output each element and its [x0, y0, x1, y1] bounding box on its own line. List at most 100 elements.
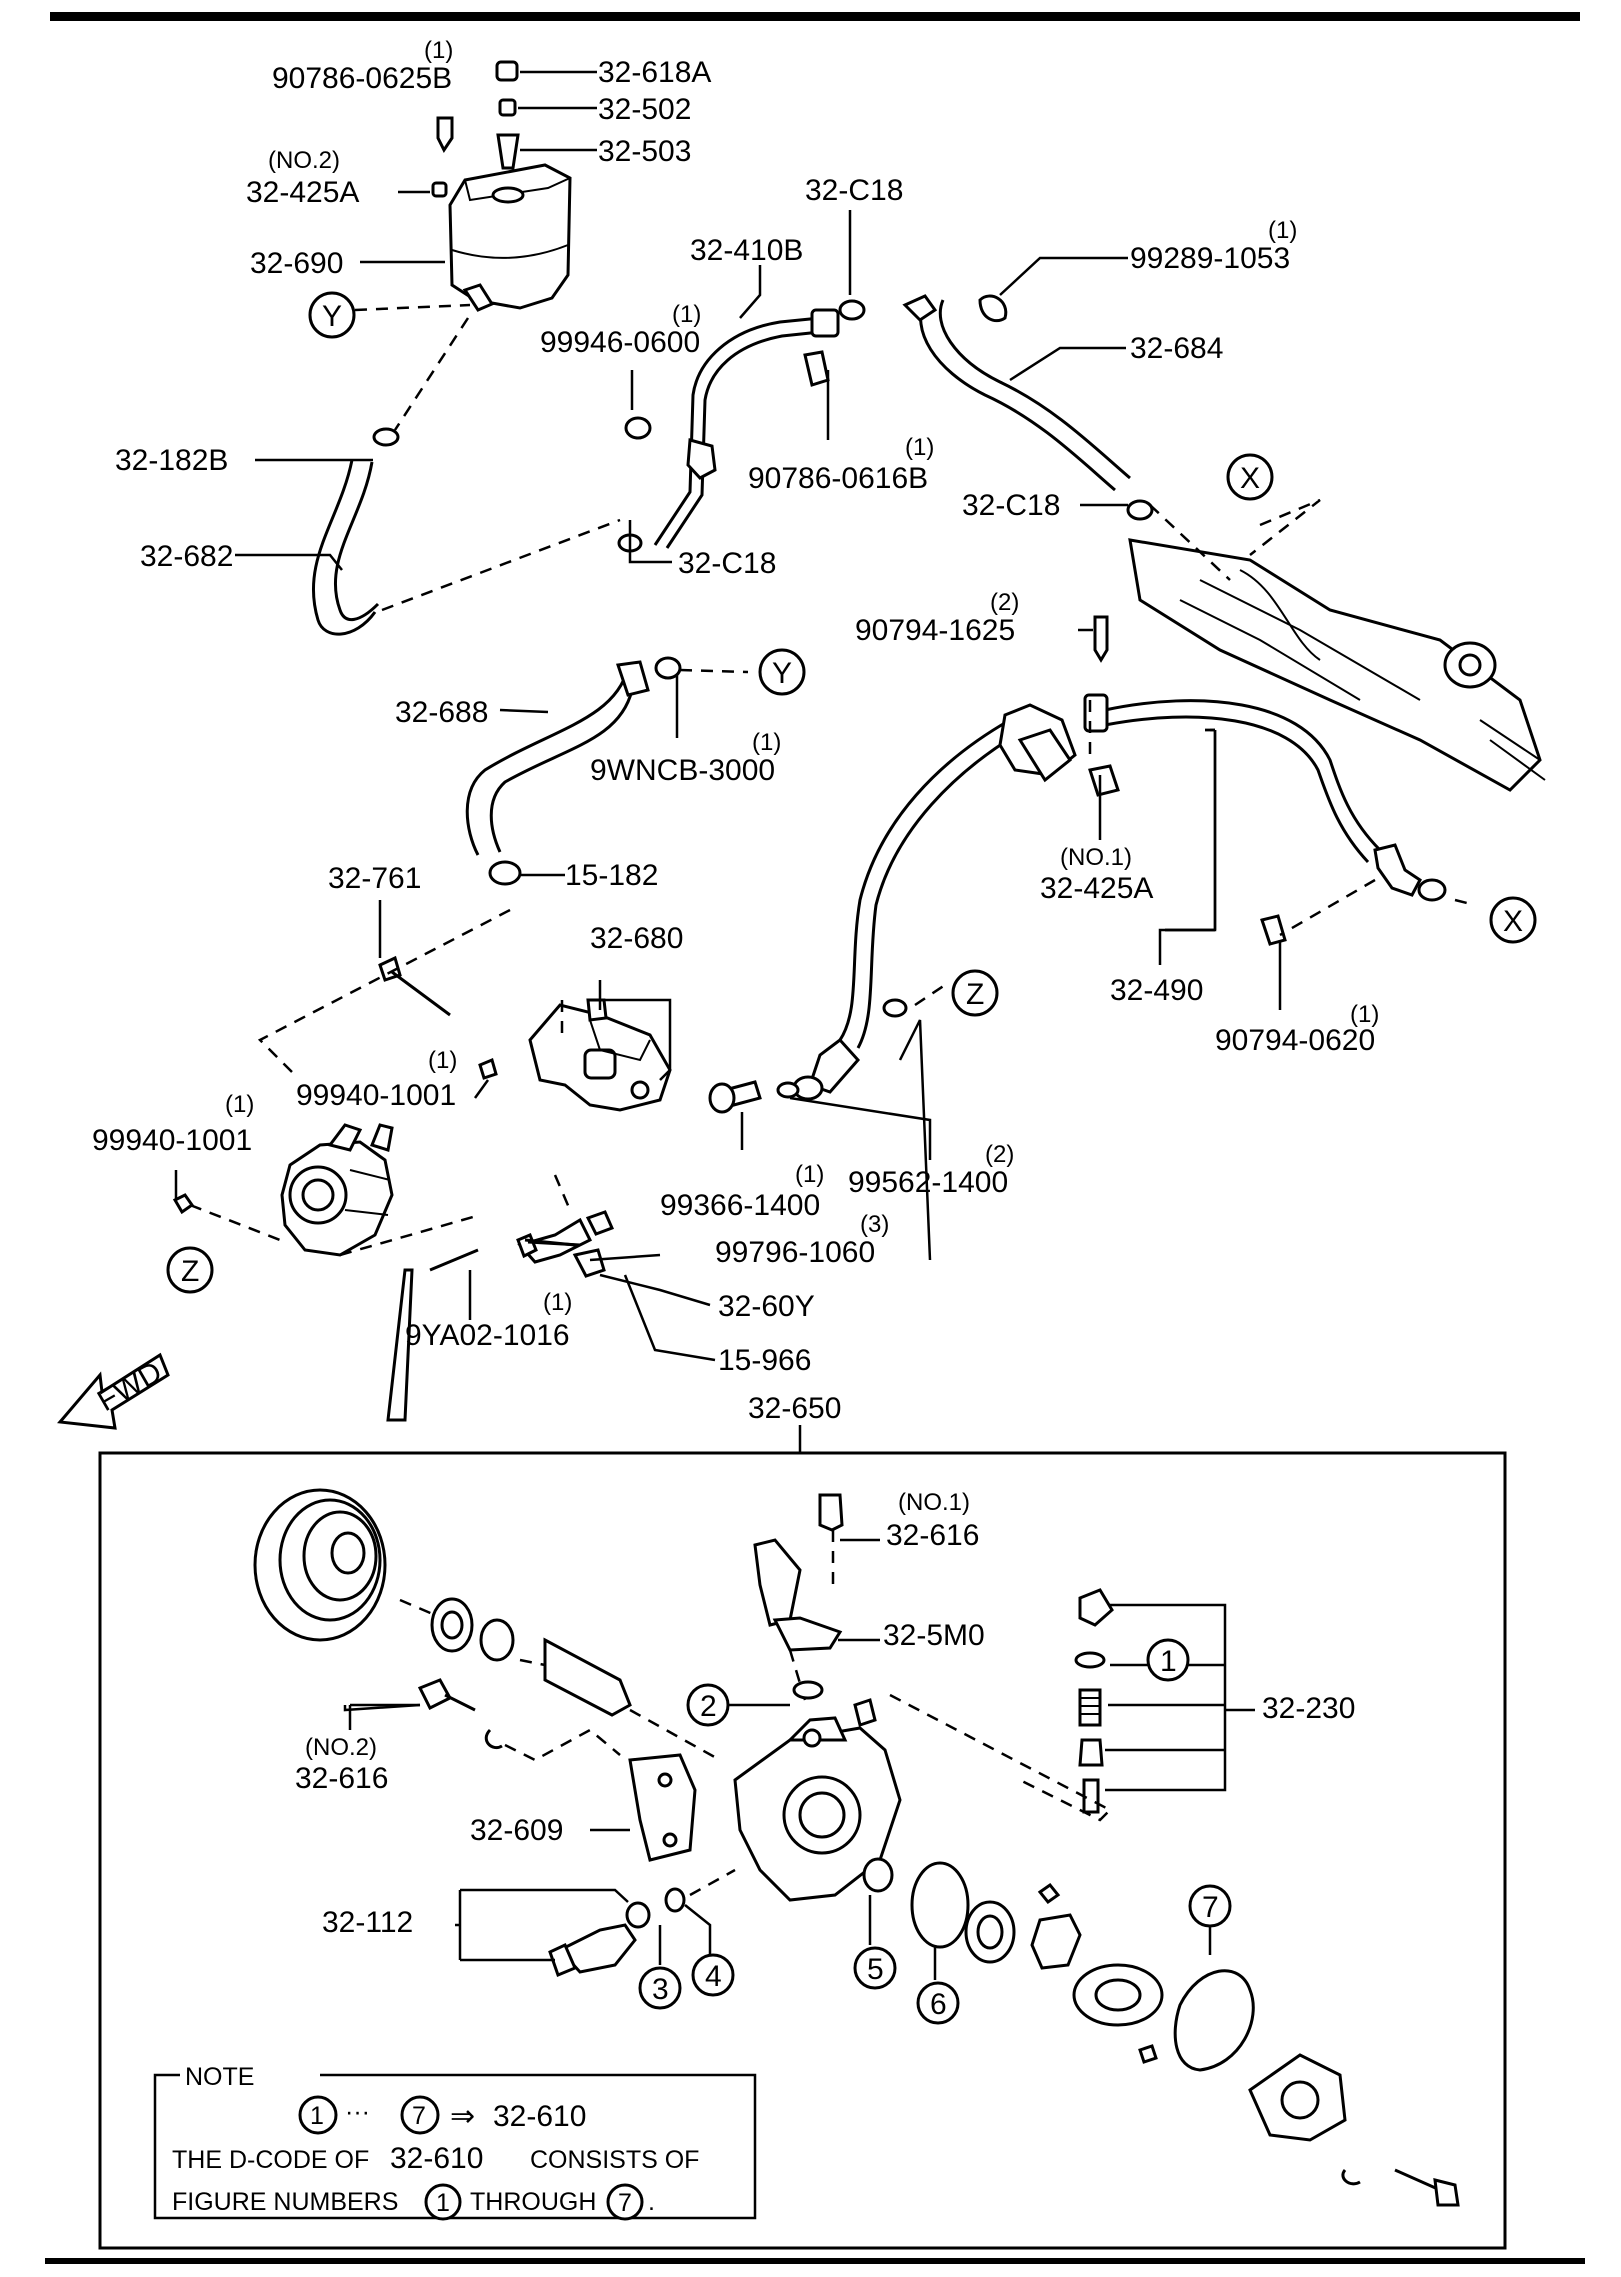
note-from-number: 1 [310, 2102, 324, 2130]
leader-lines [174, 70, 1282, 1980]
note-arrow: ⇒ [450, 2100, 475, 2133]
label-32-230: 32-230 [1262, 1692, 1355, 1725]
callout-circles: Y X Y X Z Z 1 2 3 4 5 6 7 [166, 291, 1537, 2025]
bottom-border-bar [45, 2258, 1585, 2264]
figure-number-3: 3 [652, 1973, 669, 2006]
callout-x-top: X [1240, 462, 1260, 495]
label-32-650: 32-650 [748, 1392, 841, 1425]
label-32-609: 32-609 [470, 1814, 563, 1847]
label-99796-1060: 99796-1060 [715, 1236, 875, 1269]
label-32-60y: 32-60Y [718, 1290, 815, 1323]
note-title: NOTE [185, 2063, 254, 2091]
label-32-680: 32-680 [590, 922, 683, 955]
label-32-112: 32-112 [322, 1906, 413, 1939]
hose-32-682 [312, 459, 377, 636]
label-32-490: 32-490 [1110, 974, 1203, 1007]
label-32-616-b: 32-616 [295, 1762, 388, 1795]
fwd-arrow: FWD [57, 1352, 170, 1430]
note-32-616-b: (NO.2) [305, 1734, 377, 1761]
part-labels: (1) 90786-0625B 32-618A 32-502 32-503 (N… [92, 37, 1379, 1939]
label-32-c18-a: 32-C18 [805, 174, 903, 207]
qty-99796-1060: (3) [860, 1211, 889, 1238]
label-9wncb-3000: 9WNCB-3000 [590, 754, 775, 787]
note-32-425a-top: (NO.2) [268, 147, 340, 174]
callout-z-left: Z [181, 1255, 199, 1288]
figure-number-2: 2 [700, 1690, 717, 1723]
callout-z-mid: Z [966, 978, 984, 1011]
note-32-425a-mid: (NO.1) [1060, 844, 1132, 871]
hose-32-490 [708, 615, 1476, 1114]
label-32-616-a: 32-616 [886, 1519, 979, 1552]
qty-99366-1400: (1) [795, 1161, 824, 1188]
fwd-label: FWD [92, 1355, 168, 1418]
label-99366-1400: 99366-1400 [660, 1189, 820, 1222]
note-32-616-a: (NO.1) [898, 1489, 970, 1516]
label-32-690: 32-690 [250, 247, 343, 280]
qty-90794-0620: (1) [1350, 1001, 1379, 1028]
detail-box-32-650 [98, 1451, 1507, 2250]
label-15-966: 15-966 [718, 1344, 811, 1377]
hose-32-688 [465, 656, 749, 886]
note-line3-a: FIGURE NUMBERS [172, 2188, 398, 2216]
label-32-5m0: 32-5M0 [883, 1619, 985, 1652]
callout-x-mid: X [1503, 905, 1523, 938]
label-32-618a: 32-618A [598, 56, 711, 89]
label-32-c18-b: 32-C18 [962, 489, 1060, 522]
hose-32-684 [902, 294, 1154, 521]
note-line2-b: 32-610 [390, 2142, 483, 2175]
label-90786-0616b: 90786-0616B [748, 462, 928, 495]
top-border-bar [50, 12, 1580, 21]
note-line3-b: 1 [436, 2189, 450, 2217]
figure-number-1: 1 [1160, 1645, 1177, 1678]
label-9ya02-1016: 9YA02-1016 [405, 1319, 570, 1352]
figure-number-6: 6 [930, 1988, 947, 2021]
label-32-682: 32-682 [140, 540, 233, 573]
figure-number-5: 5 [867, 1953, 884, 1986]
label-32-410b: 32-410B [690, 234, 803, 267]
label-32-502: 32-502 [598, 93, 691, 126]
note-line2-c: CONSISTS OF [530, 2146, 699, 2174]
label-99289-1053: 99289-1053 [1130, 242, 1290, 275]
qty-9wncb-3000: (1) [752, 729, 781, 756]
steering-gear-assembly [1128, 498, 1546, 792]
reservoir-assembly [431, 60, 572, 312]
label-32-c18-c: 32-C18 [678, 547, 776, 580]
label-32-761: 32-761 [328, 862, 421, 895]
label-32-684: 32-684 [1130, 332, 1223, 365]
note-box: NOTE 1 ··· 7 ⇒ 32-610 THE D-CODE OF 32-6… [153, 2063, 757, 2221]
label-32-425a-mid: 32-425A [1040, 872, 1153, 905]
label-99562-1400: 99562-1400 [848, 1166, 1008, 1199]
qty-99940-1001-b: (1) [225, 1091, 254, 1118]
note-line3-c: THROUGH [470, 2188, 596, 2216]
figure-number-7: 7 [1202, 1891, 1219, 1924]
note-target: 32-610 [493, 2100, 586, 2133]
note-line3-e: . [648, 2188, 655, 2216]
label-90786-0625b: 90786-0625B [272, 62, 452, 95]
label-32-688: 32-688 [395, 696, 488, 729]
pump-exploded-view [253, 1488, 1460, 2207]
qty-90794-1625: (2) [990, 589, 1019, 616]
pump-mounted [172, 1123, 481, 1422]
reservoir-tank [448, 163, 572, 310]
label-99946-0600: 99946-0600 [540, 326, 700, 359]
label-15-182: 15-182 [565, 859, 658, 892]
note-to-number: 7 [412, 2102, 426, 2130]
label-32-503: 32-503 [598, 135, 691, 168]
callout-y-mid: Y [772, 657, 792, 690]
label-32-425a-top: 32-425A [246, 176, 359, 209]
qty-99940-1001-a: (1) [428, 1047, 457, 1074]
qty-99946-0600: (1) [672, 301, 701, 328]
note-dots: ··· [345, 2098, 370, 2126]
label-90794-1625: 90794-1625 [855, 614, 1015, 647]
bracket-32-680 [257, 908, 672, 1278]
note-line2-a: THE D-CODE OF [172, 2146, 369, 2174]
qty-9ya02-1016: (1) [543, 1289, 572, 1316]
label-99940-1001-b: 99940-1001 [92, 1124, 252, 1157]
qty-99562-1400: (2) [985, 1141, 1014, 1168]
qty-90786-0616b: (1) [905, 434, 934, 461]
qty-90786-0625b: (1) [424, 37, 453, 64]
label-32-182b: 32-182B [115, 444, 228, 477]
note-line3-d: 7 [618, 2189, 632, 2217]
label-90794-0620: 90794-0620 [1215, 1024, 1375, 1057]
